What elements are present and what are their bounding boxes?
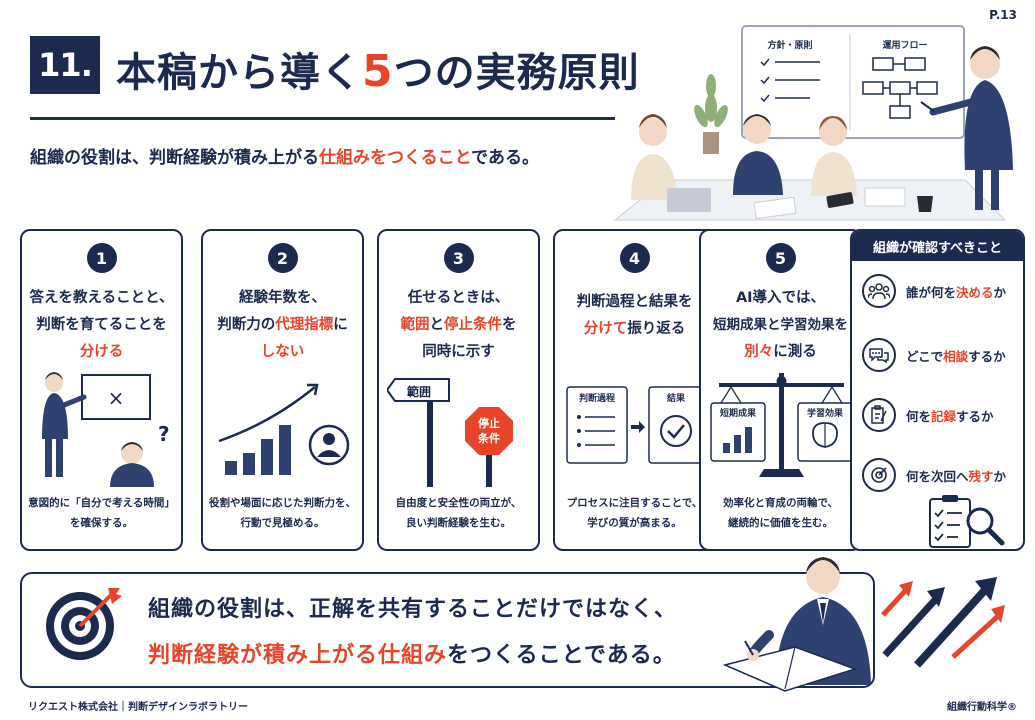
short-term-label: 短期成果 [720,407,757,419]
card-heading-line: 判断力の代理指標に [217,317,348,333]
scope-sign-label: 範囲 [407,384,431,399]
card-heading: 答えを教えることと、 判断を育てることを 分ける [22,285,181,366]
writer-arrows-illustration [722,557,1005,692]
section-number-badge: 11. [30,36,100,94]
board-x-mark: × [108,386,125,410]
checklist-magnifier-icon [929,495,1005,548]
learning-label: 学習効果 [807,407,844,419]
page-number: P.13 [989,8,1017,22]
confirm-item: どこで相談するか [862,335,1006,375]
title-prefix: 本稿から導く [116,50,362,96]
balance-scale-illustration: 短期成果 学習効果 [710,373,853,477]
card-number: 5 [765,243,796,273]
process-result-illustration: 判断過程 結果 [566,386,705,464]
process-label: 判断過程 [579,392,615,404]
card-desc-line: 良い判断経験を生む。 [406,517,511,529]
card-heading-line: 経験年数を、 [239,290,326,306]
card-number: 2 [267,243,298,273]
confirm-panel-header: 組織が確認すべきこと [852,231,1023,261]
confirm-item: 何を記録するか [862,395,994,435]
principle-card-2: 2 経験年数を、 判断力の代理指標に しない 役割や場面に応じた判断力を、 行動… [201,229,364,551]
stop-sign-line2: 条件 [477,431,500,445]
card-number: 1 [86,243,117,273]
conclusion-line-2: 判断経験が積み上がる仕組みをつくることである。 [148,643,676,668]
subtitle-pre: 組織の役割は、判断経験が積み上がる [30,148,319,168]
card-desc-line: 自由度と安全性の両立が、 [395,497,522,509]
signpost-stop-illustration: 範囲 停止 条件 [387,378,513,487]
card-description: 効率化と育成の両輪で、 継続的に価値を生む。 [701,493,860,533]
result-label: 結果 [667,392,686,404]
confirm-item: 誰が何を決めるか [862,271,1006,311]
card-heading: 任せるときは、 範囲と停止条件を 同時に示す [379,285,538,366]
meeting-illustration: 方針・原則 運用フロー [613,25,1013,221]
target-small-icon [862,458,896,492]
subtitle-post: である。 [471,148,539,168]
card-description: プロセスに注目することで、 学びの質が高まる。 [555,493,714,533]
card-description: 役割や場面に応じた判断力を、 行動で見極める。 [203,493,362,533]
card-desc-line: を確保する。 [70,517,133,529]
growth-bars-illustration [218,383,350,475]
card-desc-line: 継続的に価値を生む。 [728,517,833,529]
card-heading: AI導入では、 短期成果と学習効果を 別々に測る [701,285,860,366]
title-divider [30,117,615,120]
card-heading-line: 短期成果と学習効果を [713,317,848,333]
card-heading-line: 別々に測る [744,344,817,360]
card-desc-line: 意図的に「自分で考える時間」 [28,497,175,509]
card-description: 自由度と安全性の両立が、 良い判断経験を生む。 [379,493,538,533]
card-desc-line: プロセスに注目することで、 [566,497,703,509]
confirm-item-text: 誰が何を決めるか [906,284,1007,300]
principle-card-4: 4 判断過程と結果を 分けて振り返る 判断過程 結果 プロセスに注目することで、… [553,229,716,551]
confirm-item-text: 何を記録するか [906,408,994,424]
principle-card-1: 1 答えを教えることと、 判断を育てることを 分ける × ? 意図的に「自分で考… [20,229,183,551]
people-icon [862,274,896,308]
card-desc-line: 役割や場面に応じた判断力を、 [209,497,356,509]
footer-brand: 組織行動科学® [947,702,1017,713]
confirm-panel: 組織が確認すべきこと 誰が何を決めるか どこで相談するか 何を記録するか 何を次… [850,229,1025,551]
card-heading-line: AI導入では、 [735,290,826,306]
card-heading-line: 答えを教えることと、 [29,290,174,306]
target-arrow-icon [46,588,122,660]
subtitle-accent: 仕組みをつくること [319,148,472,168]
footer-company: リクエスト株式会社｜判断デザインラボラトリー [28,702,248,713]
card-heading-line: 任せるときは、 [407,290,510,306]
principle-card-5: 5 AI導入では、 短期成果と学習効果を 別々に測る 短期成果 学習効果 効率化… [699,229,862,551]
board-right-label: 運用フロー [882,40,927,51]
card-description: 意図的に「自分で考える時間」 を確保する。 [22,493,181,533]
clipboard-pen-icon [862,398,896,432]
card-heading-line: 判断を育てることを [36,317,167,333]
card-desc-line: 行動で見極める。 [240,517,325,529]
title-number: 5 [362,46,394,97]
card-desc-line: 学びの質が高まる。 [587,517,682,529]
question-mark: ? [158,422,170,446]
card-heading: 経験年数を、 判断力の代理指標に しない [203,285,362,366]
board-left-label: 方針・原則 [767,39,812,51]
card-heading-line: 分けて振り返る [583,321,686,337]
chat-icon [862,338,896,372]
card-number: 4 [619,243,650,273]
card-heading-accent: しない [260,344,305,360]
page-subtitle: 組織の役割は、判断経験が積み上がる仕組みをつくることである。 [30,143,539,168]
page-title: 本稿から導く5つの実務原則 [116,40,640,98]
card-desc-line: 効率化と育成の両輪で、 [722,497,839,509]
card-heading-line: 範囲と停止条件を [400,317,517,333]
confirm-item: 何を次回へ残すか [862,455,1006,495]
card-heading-line: 同時に示す [422,344,495,360]
confirm-item-text: 何を次回へ残すか [906,468,1007,484]
teacher-board-illustration: × ? [42,372,170,487]
conclusion-line-1: 組織の役割は、正解を共有することだけではなく、 [148,597,678,622]
card-heading: 判断過程と結果を 分けて振り返る [555,289,714,343]
title-suffix: つの実務原則 [393,50,640,96]
card-heading-accent: 分ける [79,344,124,360]
principle-card-3: 3 任せるときは、 範囲と停止条件を 同時に示す 範囲 停止 条件 自由度と安全… [377,229,540,551]
stop-sign-line1: 停止 [478,416,500,430]
confirm-item-text: どこで相談するか [906,348,1006,364]
card-number: 3 [443,243,474,273]
card-heading-line: 判断過程と結果を [576,294,693,310]
